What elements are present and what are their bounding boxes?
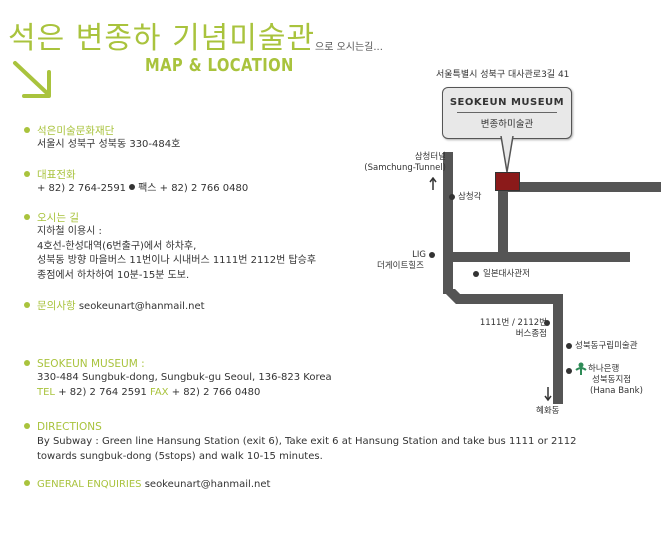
samcheonggak-dot <box>449 194 455 200</box>
hyehwa-label: 혜화동 <box>536 406 560 416</box>
sign-title-ko: 변종하미술관 <box>480 119 534 130</box>
lig-label: LIG <box>412 250 426 260</box>
museum-en-address: 330-484 Sungbuk-dong, Sungbuk-gu Seoul, … <box>37 372 332 383</box>
phone-number: + 82) 2 764-2591 <box>37 183 127 194</box>
road-bus-terminal <box>553 294 563 404</box>
lig-dot <box>429 252 435 258</box>
seongbuk-museum-dot <box>566 343 572 349</box>
hana-bank-logo-icon <box>575 362 587 375</box>
directions-ko-line: 지하철 이용시 : <box>37 226 102 237</box>
bullet-icon <box>24 127 30 133</box>
info-inquiry-ko: 문의사항 seokeunart@hanmail.net <box>24 299 205 315</box>
bullet-icon <box>24 423 30 429</box>
bullet-icon <box>24 360 30 366</box>
sign-pointer <box>500 136 514 173</box>
bus-label-2: 버스종점 <box>515 329 547 339</box>
arrow-down-icon <box>544 387 552 402</box>
inquiry-en-label: GENERAL ENQUIRIES <box>37 479 142 490</box>
museum-sign: SEOKEUN MUSEUM 변종하미술관 <box>442 87 572 139</box>
map-address: 서울특별시 성북구 대사관로3길 41 <box>436 70 570 80</box>
lig-label-2: 더게이트힐즈 <box>377 261 424 271</box>
foundation-address: 서울시 성북구 성북동 330-484호 <box>37 139 181 150</box>
phone-label: 대표전화 <box>37 169 76 181</box>
road-museum-street <box>498 182 661 192</box>
directions-en-line: By Subway : Green line Hansung Station (… <box>37 436 577 447</box>
info-directions-ko: 오시는 길 지하철 이용시 : 4호선-한성대역(6번출구)에서 하차후, 성북… <box>24 211 316 283</box>
bus-label-1: 1111번 / 2112번 <box>479 318 547 328</box>
info-foundation: 석은미술문화재단 서울시 성북구 성북동 330-484호 <box>24 124 180 153</box>
info-phone: 대표전화 + 82) 2 764-2591 팩스 + 82) 2 766 0480 <box>24 168 248 197</box>
bullet-icon <box>24 302 30 308</box>
tel-label: TEL <box>37 386 55 398</box>
sign-title-en: SEOKEUN MUSEUM <box>449 97 565 108</box>
bullet-icon <box>24 214 30 220</box>
directions-ko-line: 성북동 방향 마을버스 11번이나 시내버스 1111번 2112번 탑승후 <box>37 255 317 266</box>
fax-en-number: + 82) 2 766 0480 <box>171 386 261 398</box>
japan-residence-dot <box>473 271 479 277</box>
directions-ko-line: 4호선-한성대역(6번출구)에서 하차후, <box>37 240 197 252</box>
inquiry-en-email-link[interactable]: seokeunart@hanmail.net <box>144 479 271 490</box>
road-museum-branch <box>498 182 508 262</box>
fax-label: FAX <box>150 386 169 398</box>
inquiry-ko-label: 문의사항 <box>37 300 76 312</box>
arrow-down-right-icon <box>13 61 51 98</box>
japan-residence-label: 일본대사관저 <box>483 269 530 279</box>
museum-marker <box>495 172 520 191</box>
seongbuk-museum-label: 성북동구립미술관 <box>575 341 638 351</box>
road-main-vertical <box>443 152 453 294</box>
page-subtitle: 으로 오시는길... <box>315 42 383 53</box>
info-directions-en: DIRECTIONS By Subway : Green line Hansun… <box>24 420 576 464</box>
inquiry-ko-email-link[interactable]: seokeunart@hanmail.net <box>78 301 205 312</box>
samcheonggak-label: 삼청각 <box>458 192 482 202</box>
directions-en-line: towards sungbuk-dong (5stops) and walk 1… <box>37 450 323 462</box>
foundation-label: 석은미술문화재단 <box>37 125 115 137</box>
arrow-up-icon <box>429 177 437 190</box>
road-diagonal <box>444 289 563 304</box>
bus-terminal-dot <box>544 320 550 326</box>
tunnel-label-ko: 삼청터널 <box>414 152 446 162</box>
tel-number: + 82) 2 764 2591 <box>58 386 147 398</box>
directions-ko-label: 오시는 길 <box>37 212 79 224</box>
bullet-dark-icon <box>129 184 136 190</box>
info-inquiry-en: GENERAL ENQUIRIES seokeunart@hanmail.net <box>24 478 270 493</box>
road-residence-street <box>498 252 630 262</box>
bullet-icon <box>24 480 30 486</box>
tunnel-label-en: (Samchung-Tunnel) <box>364 163 446 173</box>
section-title-map-location: MAP & LOCATION <box>145 55 294 76</box>
bank-dot <box>566 368 572 374</box>
road-connector <box>453 252 498 262</box>
page-title: 석은 변종하 기념미술관 <box>8 21 316 56</box>
info-museum-en: SEOKEUN MUSEUM : 330-484 Sungbuk-dong, S… <box>24 357 332 400</box>
bank-label-3: (Hana Bank) <box>590 386 643 396</box>
bullet-icon <box>24 171 30 177</box>
museum-en-label: SEOKEUN MUSEUM : <box>37 358 145 370</box>
location-map: 서울특별시 성북구 대사관로3길 41 SEOKEUN MUSEUM 변종하미술… <box>340 64 661 424</box>
fax-number: 팩스 + 82) 2 766 0480 <box>138 183 249 194</box>
bank-label-1: 하나은행 <box>588 364 620 374</box>
directions-ko-line: 종점에서 하차하여 10분-15분 도보. <box>37 269 190 281</box>
directions-en-label: DIRECTIONS <box>37 421 102 433</box>
bank-label-2: 성북동지점 <box>592 375 632 385</box>
